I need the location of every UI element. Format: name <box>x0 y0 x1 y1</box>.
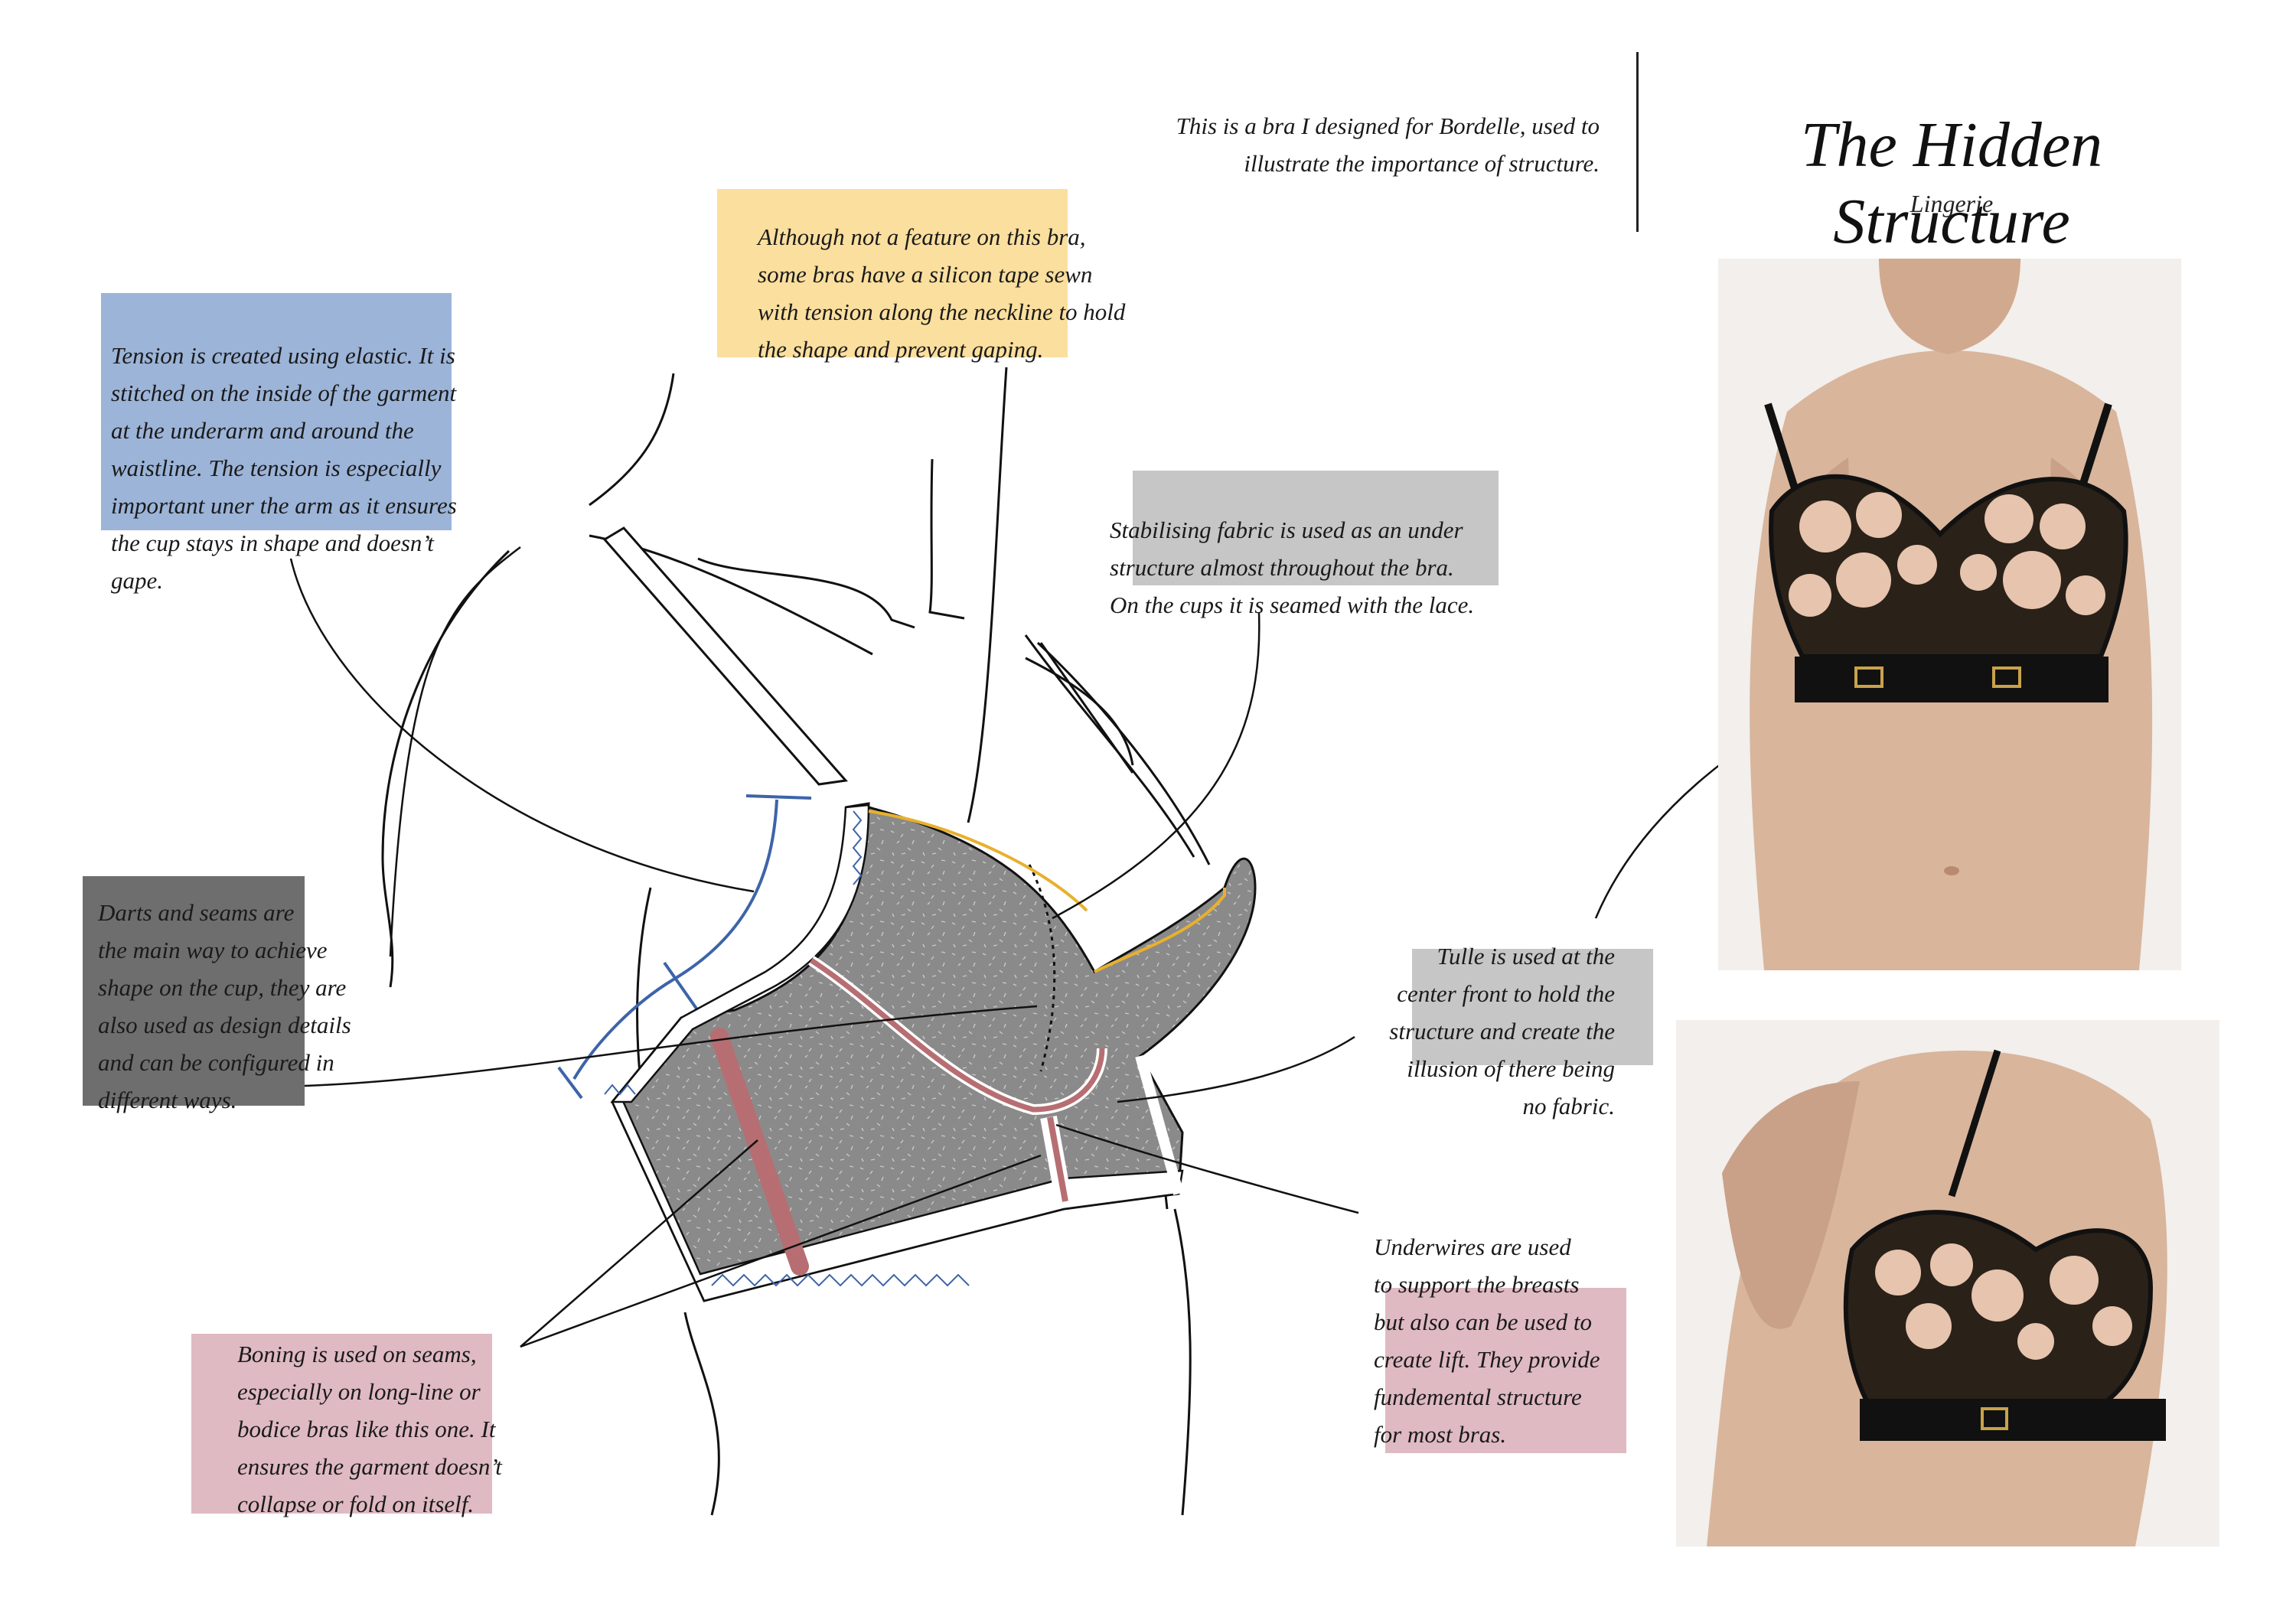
boning-note-box <box>191 1334 492 1514</box>
bra-strap <box>602 526 848 786</box>
body-outline <box>381 367 1211 1516</box>
silicone-note: Although not a feature on this bra,some … <box>758 223 1126 363</box>
underwires-note-box <box>1385 1288 1626 1453</box>
title-divider <box>1636 52 1639 232</box>
page-title: The Hidden Structure <box>1800 109 2103 257</box>
photo-side-view <box>1676 1020 2219 1546</box>
tension-note-box <box>101 293 452 530</box>
page-subtitle: Lingerie <box>1910 190 1994 217</box>
intro-text: This is a bra I designed for Bordelle, u… <box>1176 112 1600 177</box>
tulle-note-box <box>1412 949 1653 1065</box>
stabilising-note-box <box>1133 471 1499 585</box>
darts-note-box <box>83 876 305 1106</box>
bra-body <box>604 802 1257 1302</box>
boning-note: Boning is used on seams,especially on lo… <box>237 1341 502 1517</box>
elastic-underarm-markers <box>557 794 812 1100</box>
silicone-note-box <box>717 189 1068 357</box>
boning-bar <box>710 1028 809 1276</box>
photo-front-view <box>1718 259 2181 970</box>
